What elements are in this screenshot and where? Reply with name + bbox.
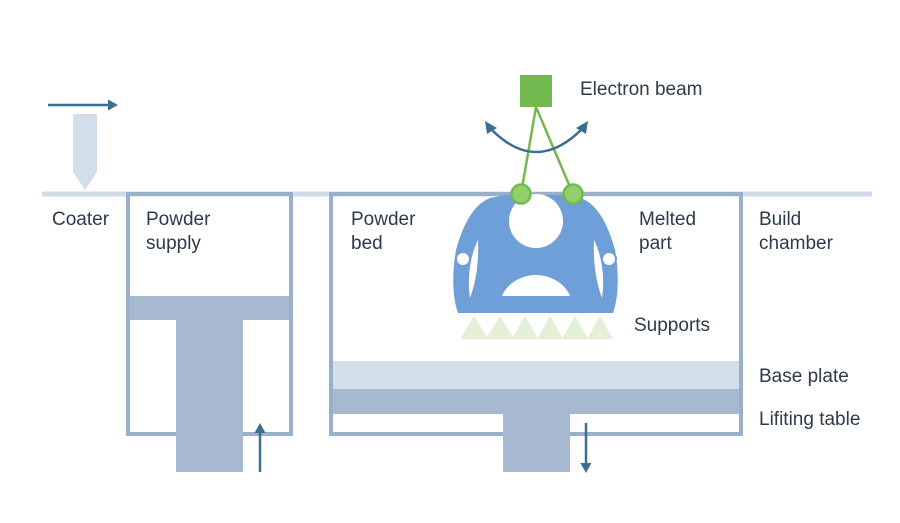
base-plate-label: Base plate: [759, 366, 849, 387]
supports: [460, 316, 613, 339]
powder-supply-label: Powder supply: [146, 209, 216, 254]
powder-bed-label-line1: Powder: [351, 209, 416, 230]
table-down-arrow: [580, 423, 592, 473]
melted-part-label: Melted part: [639, 209, 701, 254]
melted-part: [453, 195, 618, 313]
melted-part-label-line2: part: [639, 233, 672, 254]
melted-part-left-slot: [468, 240, 479, 298]
build-chamber-label-line2: chamber: [759, 233, 834, 254]
beam-scan-arrow: [485, 121, 588, 154]
coater-direction-arrow: [48, 99, 118, 111]
melted-part-right-slot: [593, 240, 604, 298]
powder-supply-piston-rod: [176, 320, 243, 472]
supply-up-arrow: [254, 423, 266, 472]
lifting-table-rod: [503, 414, 570, 472]
melted-part-hole: [509, 194, 563, 248]
coater-blade: [73, 114, 97, 190]
build-chamber-label: Build chamber: [759, 209, 834, 254]
coater-label: Coater: [52, 209, 110, 230]
melted-part-right-knob: [601, 251, 617, 267]
electron-beam-source: [520, 75, 552, 107]
powder-supply-piston-plate: [130, 296, 289, 320]
powder-supply-label-line2: supply: [146, 233, 201, 254]
melted-part-left-knob: [455, 251, 471, 267]
powder-supply-label-line1: Powder: [146, 209, 211, 230]
melted-part-cutout: [502, 275, 570, 296]
lifting-table: [333, 389, 739, 414]
lifting-table-label: Lifiting table: [759, 409, 860, 430]
melted-part-label-line1: Melted: [639, 209, 696, 230]
beam-spot-right: [562, 183, 584, 205]
beam-spot-left: [510, 183, 532, 205]
build-chamber-label-line1: Build: [759, 209, 801, 230]
electron-beam-label: Electron beam: [580, 79, 703, 100]
supports-label: Supports: [634, 315, 710, 336]
base-plate: [333, 361, 739, 389]
powder-bed-label-line2: bed: [351, 233, 383, 254]
powder-bed-label: Powder bed: [351, 209, 421, 254]
